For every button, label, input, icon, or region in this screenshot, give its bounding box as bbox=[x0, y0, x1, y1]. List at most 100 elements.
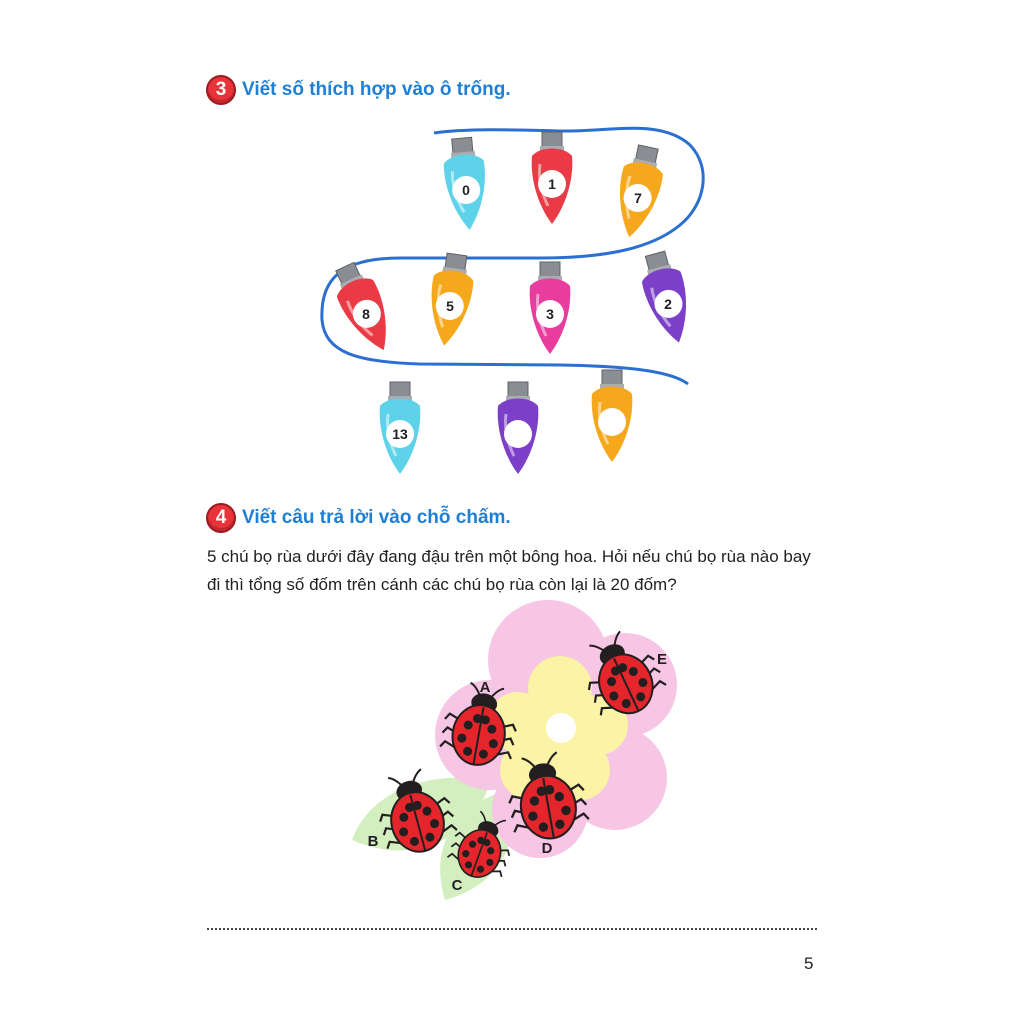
ladybug-spot bbox=[399, 812, 409, 822]
ladybug-spot bbox=[538, 822, 549, 832]
bulb-number-circle[interactable] bbox=[598, 408, 626, 436]
ladybug-leg bbox=[497, 751, 512, 760]
ladybug-leg bbox=[444, 712, 460, 721]
bulb-number-circle[interactable] bbox=[651, 287, 685, 321]
ladybug-spot bbox=[536, 786, 547, 796]
exercise-4-title: Viết câu trả lời vào chỗ chấm. bbox=[242, 507, 511, 528]
bulb-number: 7 bbox=[634, 190, 642, 206]
ladybug-label: B bbox=[368, 833, 379, 850]
ladybug-spot bbox=[621, 699, 631, 709]
ladybug-spot bbox=[469, 840, 477, 848]
ladybug-spot bbox=[463, 746, 473, 756]
ladybug-spot bbox=[476, 865, 485, 873]
bulb-number: 1 bbox=[548, 176, 556, 192]
ladybug-spot bbox=[555, 819, 565, 829]
ladybug-leg bbox=[446, 852, 460, 861]
ladybug-spot bbox=[405, 803, 415, 813]
light-string-wire bbox=[320, 126, 705, 386]
ladybug-spot bbox=[425, 832, 435, 842]
ladybug-spot bbox=[464, 861, 473, 869]
ladybug-wing-split bbox=[470, 832, 488, 877]
ladybug-spot bbox=[528, 811, 538, 821]
ladybug-leg bbox=[491, 870, 503, 878]
bulb-number-circle[interactable] bbox=[434, 290, 466, 322]
exercise-3-title: Viết số thích hợp vào ô trống. bbox=[242, 79, 511, 100]
ladybug-leg bbox=[502, 723, 517, 732]
bulb-number-circle[interactable] bbox=[386, 420, 414, 448]
ladybug-spot bbox=[422, 806, 432, 816]
bulb-number-circle[interactable] bbox=[621, 181, 654, 214]
page-number: 5 bbox=[804, 954, 814, 973]
ladybug-leg bbox=[639, 654, 655, 665]
bulb-number-circle[interactable] bbox=[348, 295, 385, 332]
exercise-4-header: 4 Viết câu trả lời vào chỗ chấm. bbox=[206, 503, 511, 533]
ladybug-label: A bbox=[480, 679, 491, 696]
ladybug bbox=[508, 751, 590, 840]
light-bulb: 2 bbox=[641, 250, 686, 343]
light-bulb: 13 bbox=[379, 381, 421, 474]
ladybug-leg bbox=[442, 823, 458, 833]
ladybug-spot bbox=[638, 677, 648, 687]
answer-dotted-line[interactable] bbox=[207, 928, 817, 930]
bulb-number-circle[interactable] bbox=[451, 175, 481, 205]
ladybug-spot bbox=[607, 677, 617, 687]
flower-hole bbox=[546, 713, 576, 743]
ladybug-label: C bbox=[452, 877, 463, 894]
ladybug-leg bbox=[439, 739, 455, 748]
bulb-number: 0 bbox=[462, 182, 470, 198]
question-line-2: đi thì tổng số đốm trên cánh các chú bọ … bbox=[207, 575, 677, 594]
ladybug-wing-split bbox=[613, 658, 640, 712]
ladybug-spot bbox=[561, 805, 571, 816]
ladybug-spot bbox=[554, 791, 565, 802]
bulb-number: 13 bbox=[392, 426, 408, 442]
ladybug-label: E bbox=[657, 651, 667, 668]
ladybug-spot bbox=[486, 858, 494, 866]
light-bulb bbox=[591, 369, 633, 462]
ladybug bbox=[446, 810, 511, 878]
ladybug-spot bbox=[399, 827, 409, 837]
bulb-number: 2 bbox=[664, 296, 672, 312]
exercise-3-header: 3 Viết số thích hợp vào ô trống. bbox=[206, 75, 511, 105]
ladybug-leg bbox=[573, 812, 590, 821]
ladybug-spot bbox=[610, 666, 620, 676]
ladybug-wing-split bbox=[542, 777, 555, 839]
light-bulb: 0 bbox=[443, 136, 485, 230]
ladybug-spot bbox=[472, 714, 482, 724]
ladybug-label: D bbox=[542, 840, 553, 857]
ladybug-spot bbox=[430, 819, 440, 829]
light-bulb: 7 bbox=[620, 144, 663, 238]
exercise-4-badge: 4 bbox=[206, 503, 236, 533]
bulb-number-circle[interactable] bbox=[504, 420, 532, 448]
bulb-number-circle[interactable] bbox=[536, 300, 564, 328]
ladybug-spot bbox=[487, 724, 497, 734]
ladybug-spot bbox=[477, 836, 485, 844]
bulb-number: 3 bbox=[546, 306, 554, 322]
ladybug bbox=[379, 768, 458, 853]
question-text: 5 chú bọ rùa dưới đây đang đậu trên một … bbox=[207, 543, 827, 599]
ladybug-spot bbox=[618, 663, 628, 673]
ladybug-leg bbox=[508, 795, 524, 804]
ladybug-spot bbox=[483, 838, 491, 847]
ladybug-spot bbox=[636, 692, 646, 702]
bulb-number-circle[interactable] bbox=[538, 170, 566, 198]
ladybug bbox=[587, 630, 667, 716]
ladybug-leg bbox=[599, 706, 613, 716]
ladybug-spot bbox=[463, 720, 473, 730]
ladybug-leg bbox=[386, 840, 401, 849]
light-bulb bbox=[497, 381, 539, 474]
bulb-number: 8 bbox=[362, 306, 370, 322]
light-bulb: 8 bbox=[335, 261, 386, 351]
ladybug-spot bbox=[478, 749, 488, 759]
ladybug-leg bbox=[379, 813, 394, 822]
ladybug-spot bbox=[544, 785, 555, 795]
ladybug-leg bbox=[499, 849, 511, 857]
ladybug-leg bbox=[454, 831, 467, 840]
ladybug-spot bbox=[409, 836, 419, 846]
ladybug-spot bbox=[628, 666, 638, 676]
ladybug-spot bbox=[487, 847, 495, 855]
ladybug-spot bbox=[412, 800, 422, 810]
light-bulb: 3 bbox=[529, 261, 571, 354]
ladybug bbox=[439, 681, 517, 766]
